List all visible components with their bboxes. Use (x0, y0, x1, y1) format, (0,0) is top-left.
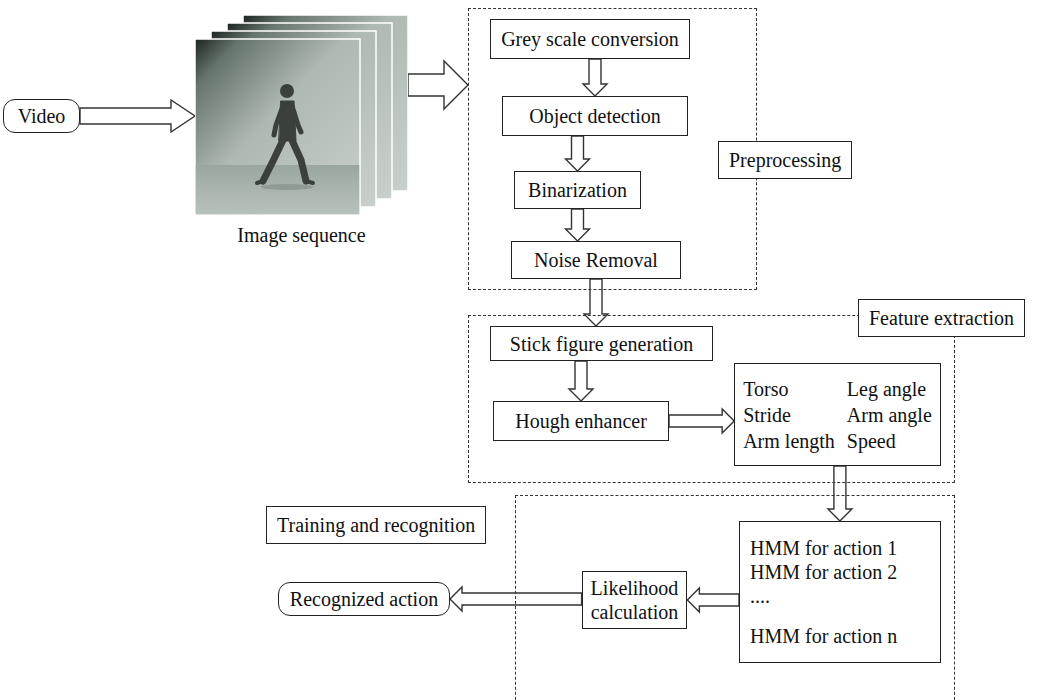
image-sequence: Image sequence (195, 15, 408, 247)
node-text: Arm length (743, 429, 835, 453)
process-box: Likelihood calculation (582, 571, 688, 629)
block-arrow (408, 61, 468, 109)
node-text: Hough enhancer (515, 409, 647, 433)
node-text: HMM for action n (750, 624, 897, 648)
node-text: Recognized action (290, 587, 438, 611)
process-box: Object detection (502, 96, 688, 136)
node-text: Leg angle (847, 377, 932, 401)
process-box: Hough enhancer (493, 401, 669, 441)
node-text: Stride (743, 403, 835, 427)
node-text: Video (18, 104, 66, 128)
walking-person (257, 84, 313, 183)
process-box: Noise Removal (511, 241, 681, 279)
process-box: Binarization (514, 171, 641, 209)
video-frame (195, 39, 360, 215)
terminal-box: Video (3, 99, 80, 133)
block-arrow (569, 361, 593, 401)
process-box: Stick figure generation (490, 326, 713, 361)
process-box: Grey scale conversion (490, 19, 690, 59)
stage-region: Training and recognitionHMM for action 1… (515, 495, 955, 700)
model-list-box: HMM for action 1HMM for action 2.... HMM … (739, 521, 941, 663)
node-text: Torso (743, 377, 835, 401)
node-text: Arm angle (847, 403, 932, 427)
node-text: HMM for action 2 (750, 560, 897, 584)
node-text: Binarization (528, 178, 627, 202)
feature-list-box: Torso Leg angleStride Arm angleArm length S… (734, 363, 941, 466)
node-text: Speed (847, 429, 932, 453)
node-text: Stick figure generation (510, 332, 693, 356)
region-label: Training and recognition (266, 506, 486, 544)
region-label: Feature extraction (858, 299, 1025, 337)
node-text: Grey scale conversion (501, 27, 679, 51)
image-sequence-illustration (195, 15, 408, 215)
block-arrow (687, 588, 739, 612)
stage-region: Feature extractionStick figure generatio… (468, 315, 955, 483)
block-arrow (583, 59, 607, 96)
node-text: Noise Removal (534, 248, 658, 272)
block-arrow (566, 136, 590, 171)
stage-region: PreprocessingGrey scale conversionObject… (468, 8, 757, 290)
shadow (261, 184, 313, 190)
block-arrow (828, 466, 852, 521)
block-arrow (566, 209, 590, 241)
node-text: Likelihood calculation (591, 576, 679, 624)
region-label: Preprocessing (718, 141, 852, 179)
block-arrow (80, 100, 195, 132)
block-arrow (669, 409, 734, 433)
block-arrow (584, 279, 608, 326)
node-text: HMM for action 1 (750, 536, 897, 560)
node-text: .... (750, 584, 770, 608)
node-text: Image sequence (237, 223, 365, 247)
node-text: Object detection (529, 104, 661, 128)
floor (196, 165, 360, 214)
terminal-box: Recognized action (278, 582, 450, 616)
